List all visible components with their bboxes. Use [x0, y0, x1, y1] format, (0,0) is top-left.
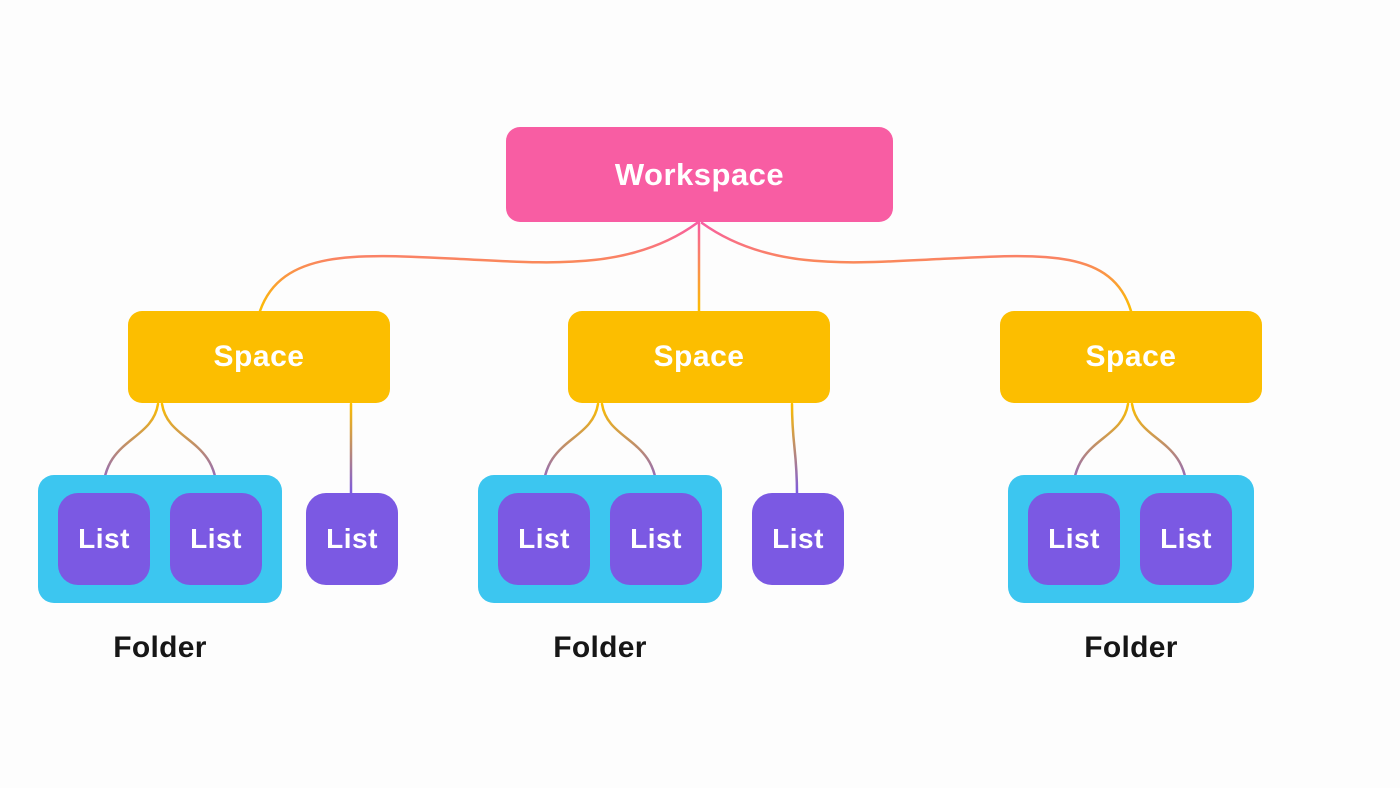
list-node: List: [498, 493, 590, 585]
folder-container-1: List List: [38, 475, 282, 603]
space-node-2: Space: [568, 311, 830, 403]
list-node: List: [170, 493, 262, 585]
space-node-3: Space: [1000, 311, 1262, 403]
workspace-to-space1-line: [258, 221, 699, 313]
folder-label-1: Folder: [113, 631, 207, 664]
list-node: List: [58, 493, 150, 585]
space-node-1: Space: [128, 311, 390, 403]
folder-container-2: List List: [478, 475, 722, 603]
folder-label-3: Folder: [1084, 631, 1178, 664]
list-node-standalone: List: [752, 493, 844, 585]
workspace-to-space3-line: [700, 221, 1133, 313]
workspace-node: Workspace: [506, 127, 893, 222]
list-node: List: [610, 493, 702, 585]
space2-to-list3-line: [790, 402, 799, 496]
folder-label-2: Folder: [553, 631, 647, 664]
list-node: List: [1028, 493, 1120, 585]
list-node: List: [1140, 493, 1232, 585]
list-node-standalone: List: [306, 493, 398, 585]
folder-container-3: List List: [1008, 475, 1254, 603]
